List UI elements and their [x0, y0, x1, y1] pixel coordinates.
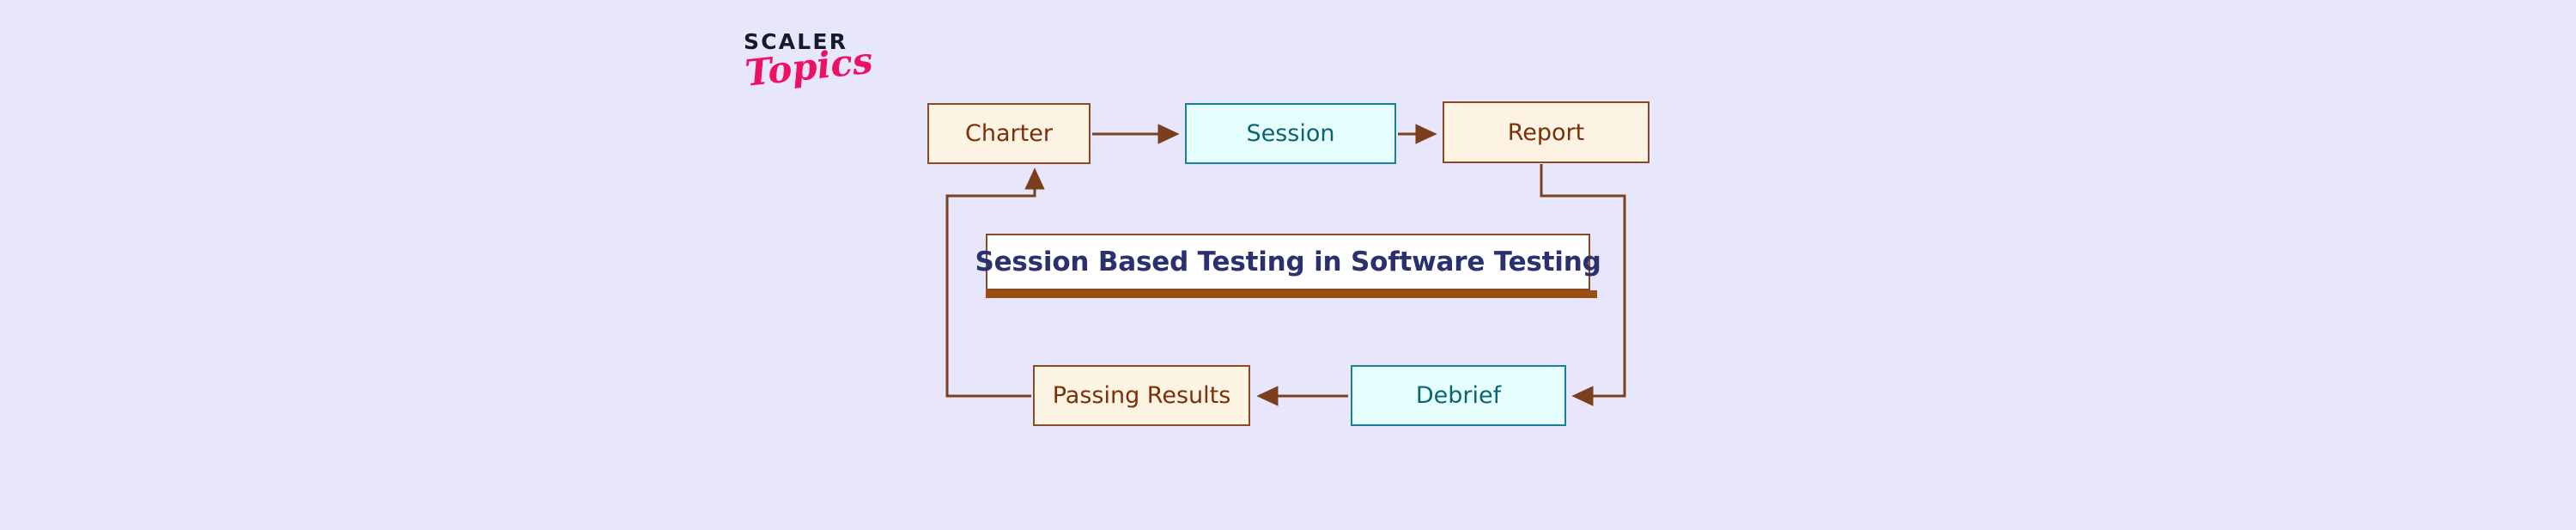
diagram-title-underline	[986, 290, 1597, 298]
node-report[interactable]: Report	[1443, 101, 1649, 163]
diagram-title-text: Session Based Testing in Software Testin…	[975, 247, 1601, 277]
node-session-label: Session	[1246, 120, 1335, 147]
logo-wordmark-topics: Topics	[743, 39, 875, 94]
node-debrief-label: Debrief	[1415, 382, 1502, 409]
node-charter-label: Charter	[965, 120, 1053, 147]
node-session[interactable]: Session	[1185, 103, 1396, 164]
scaler-topics-logo: SCALER Topics	[743, 29, 875, 105]
node-debrief[interactable]: Debrief	[1351, 365, 1566, 426]
node-report-label: Report	[1507, 119, 1585, 146]
node-passing-results[interactable]: Passing Results	[1033, 365, 1250, 426]
node-charter[interactable]: Charter	[927, 103, 1091, 164]
node-passing-results-label: Passing Results	[1052, 382, 1231, 409]
diagram-title-banner: Session Based Testing in Software Testin…	[975, 234, 1601, 290]
logo-wordmark-scaler: SCALER	[744, 29, 848, 54]
